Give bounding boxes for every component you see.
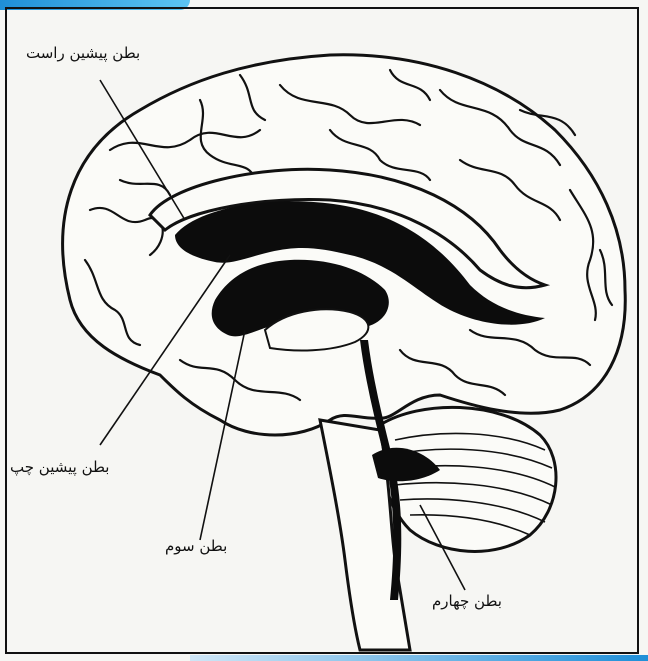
label-left-lateral-ventricle: بطن پیشین چپ <box>10 458 109 476</box>
label-right-lateral-ventricle: بطن پیشین راست <box>26 44 140 62</box>
label-fourth-ventricle: بطن چهارم <box>432 592 502 610</box>
label-third-ventricle: بطن سوم <box>165 537 227 555</box>
